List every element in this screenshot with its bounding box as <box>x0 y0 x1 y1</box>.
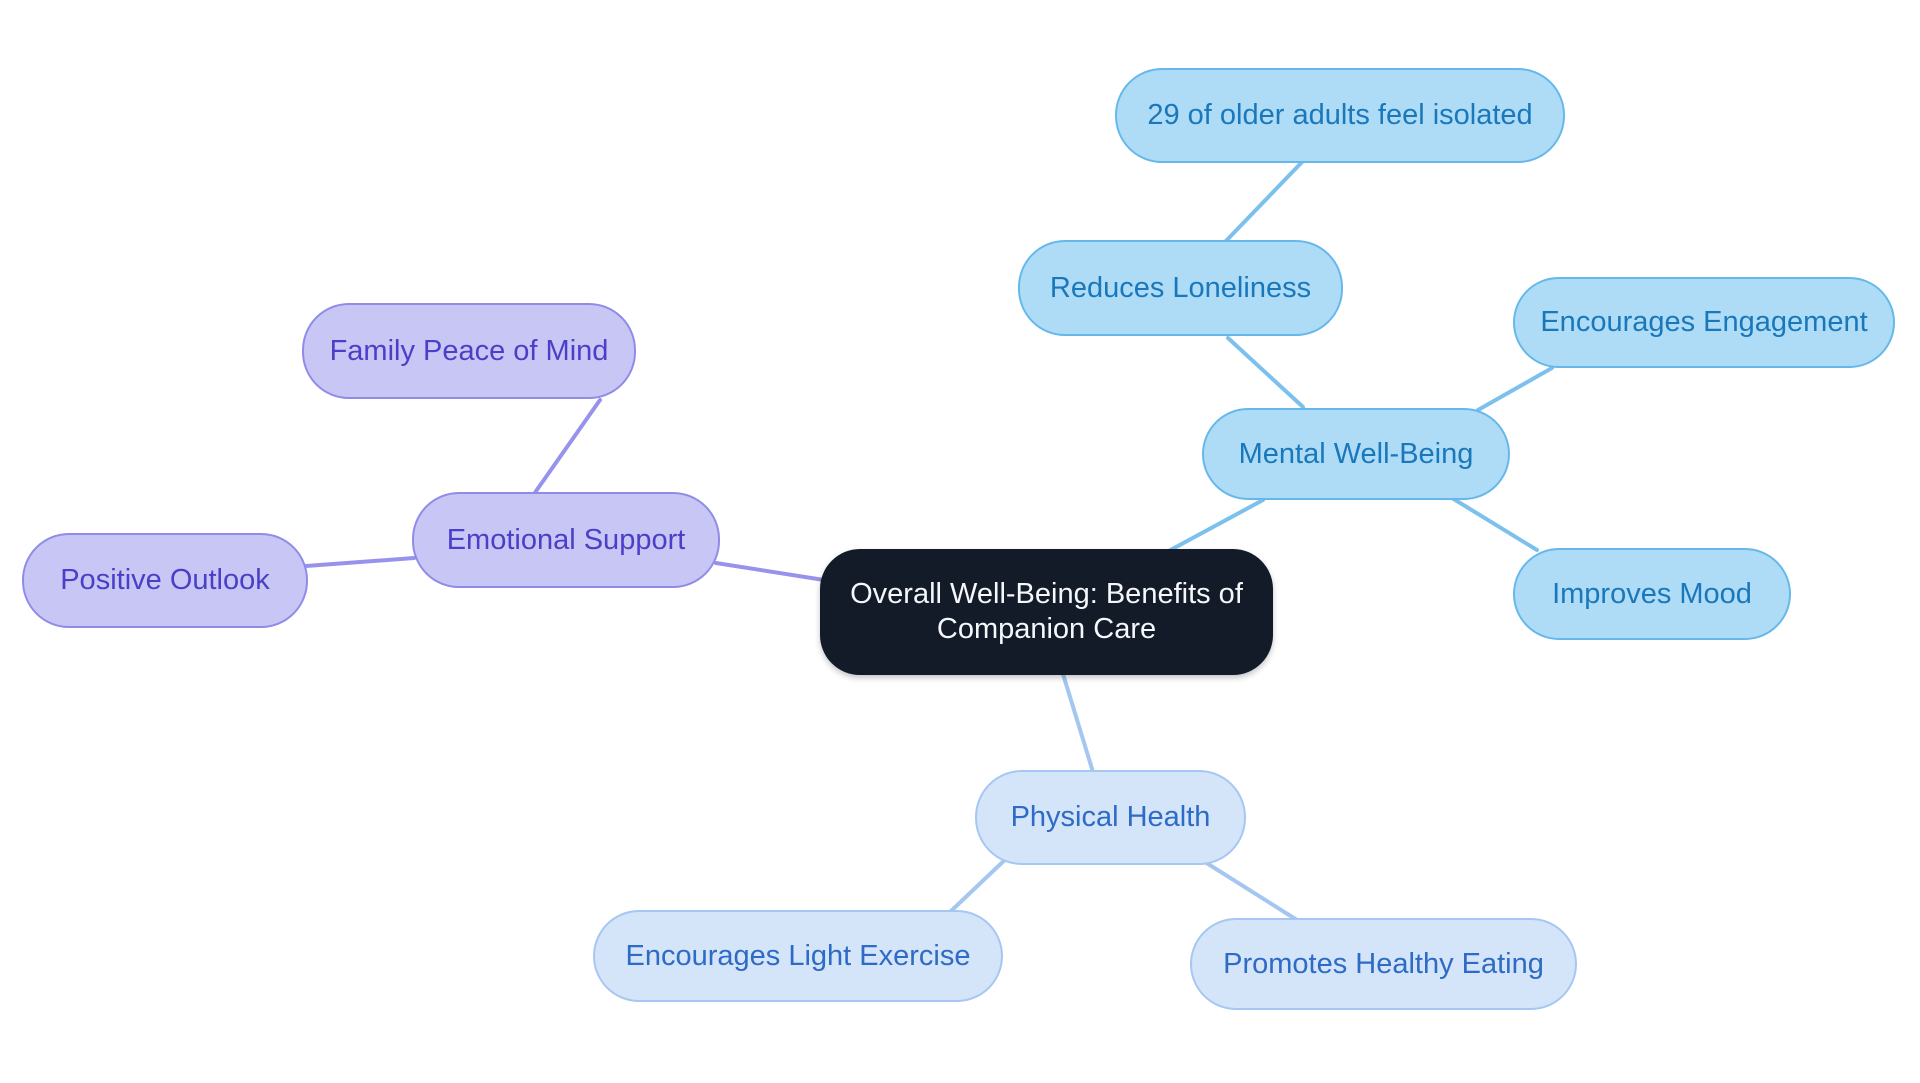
edge-emotional-family-peace-of-mind <box>532 398 602 496</box>
node-encourages-light-exercise-label: Encourages Light Exercise <box>625 939 971 972</box>
node-reduces-loneliness[interactable]: Reduces Loneliness <box>1018 240 1343 336</box>
node-mental-well-being[interactable]: Mental Well-Being <box>1202 408 1510 500</box>
node-positive-outlook-label: Positive Outlook <box>60 564 270 597</box>
node-root-label: Overall Well-Being: Benefits of Companio… <box>850 578 1243 645</box>
node-isolated-stat[interactable]: 29 of older adults feel isolated <box>1115 68 1565 163</box>
edge-mental-reduces-loneliness <box>1226 336 1305 409</box>
edge-root-mental-well-being <box>1163 498 1265 555</box>
node-family-peace-of-mind[interactable]: Family Peace of Mind <box>302 303 636 399</box>
node-encourages-light-exercise[interactable]: Encourages Light Exercise <box>593 910 1003 1002</box>
edge-physical-promotes-healthy-eating <box>1203 860 1299 922</box>
node-improves-mood[interactable]: Improves Mood <box>1513 548 1791 640</box>
node-encourages-engagement-label: Encourages Engagement <box>1540 306 1868 339</box>
node-emotional-support[interactable]: Emotional Support <box>412 492 720 588</box>
edge-reduces-loneliness-isolated-stat <box>1223 159 1305 244</box>
edge-mental-improves-mood <box>1450 496 1539 552</box>
node-physical-health-label: Physical Health <box>1010 801 1211 834</box>
node-promotes-healthy-eating-label: Promotes Healthy Eating <box>1223 947 1544 980</box>
node-family-peace-of-mind-label: Family Peace of Mind <box>329 334 609 367</box>
node-encourages-engagement[interactable]: Encourages Engagement <box>1513 277 1895 368</box>
edge-mental-encourages-engagement <box>1476 366 1554 412</box>
node-reduces-loneliness-label: Reduces Loneliness <box>1049 271 1312 304</box>
node-physical-health[interactable]: Physical Health <box>975 770 1246 865</box>
edge-root-physical-health <box>1061 672 1095 774</box>
node-promotes-healthy-eating[interactable]: Promotes Healthy Eating <box>1190 918 1577 1010</box>
node-isolated-stat-label: 29 of older adults feel isolated <box>1147 99 1533 132</box>
node-improves-mood-label: Improves Mood <box>1552 577 1752 610</box>
edge-physical-encourages-light-exercise <box>948 853 1012 914</box>
node-root[interactable]: Overall Well-Being: Benefits of Companio… <box>820 549 1273 675</box>
node-mental-well-being-label: Mental Well-Being <box>1238 437 1474 470</box>
edge-root-emotional-support <box>714 561 826 582</box>
node-positive-outlook[interactable]: Positive Outlook <box>22 533 308 628</box>
edge-emotional-positive-outlook <box>304 556 416 568</box>
node-emotional-support-label: Emotional Support <box>446 523 686 556</box>
